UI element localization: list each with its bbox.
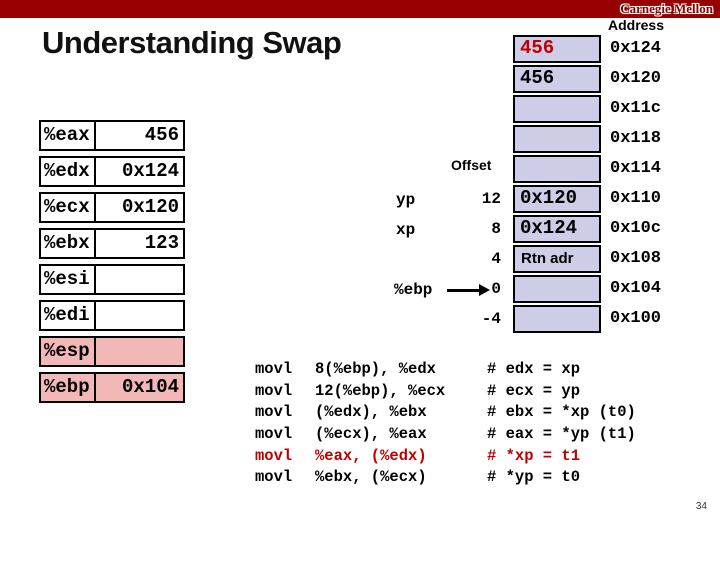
ebp-arrow-head-icon	[479, 284, 490, 296]
assembly-code-block: movl 8(%ebp), %edx # edx = xp movl 12(%e…	[255, 359, 675, 489]
code-line: movl 12(%ebp), %ecx # ecx = yp	[255, 381, 675, 403]
offset-value: 0	[491, 280, 501, 298]
register-row-ecx: %ecx 0x120	[39, 192, 185, 223]
memory-cell	[513, 305, 601, 333]
memory-cell	[513, 95, 601, 123]
address-label: 0x124	[610, 39, 662, 58]
address-label: 0x10c	[610, 219, 662, 238]
slide: Carnegie Mellon Understanding Swap %eax …	[0, 0, 720, 512]
memory-cell-return-address: Rtn adr	[513, 245, 601, 273]
register-row-ebx: %ebx 123	[39, 228, 185, 259]
code-operands: %ebx, (%ecx)	[315, 468, 427, 487]
address-column: 0x124 0x120 0x11c 0x118 0x114 0x110 0x10…	[610, 35, 661, 335]
code-mnemonic: movl	[255, 425, 293, 444]
register-name: %edx	[41, 158, 96, 185]
register-name: %esi	[41, 266, 96, 293]
register-row-esi: %esi	[39, 264, 185, 295]
register-table: %eax 456 %edx 0x124 %ecx 0x120 %ebx 123 …	[39, 120, 185, 408]
code-line: movl %ebx, (%ecx) # *yp = t0	[255, 467, 675, 489]
code-mnemonic: movl	[255, 381, 293, 400]
code-comment: # edx = xp	[487, 360, 581, 378]
top-red-band	[0, 0, 720, 18]
register-name: %eax	[41, 122, 96, 149]
code-mnemonic: movl	[255, 360, 293, 378]
code-operands: (%edx), %ebx	[315, 403, 427, 422]
memory-cell: 456	[513, 65, 601, 93]
code-line-highlighted: movl %eax, (%edx) # *xp = t1	[255, 446, 675, 468]
address-label: 0x100	[610, 309, 662, 328]
ebp-pointer-label: %ebp	[394, 281, 433, 299]
code-comment: # ebx = *xp (t0)	[487, 403, 636, 422]
code-mnemonic: movl	[255, 403, 293, 422]
code-comment: # ecx = yp	[487, 381, 581, 400]
address-label: 0x108	[610, 249, 662, 268]
register-value: 0x120	[121, 196, 179, 218]
register-row-esp: %esp	[39, 336, 185, 367]
register-name: %ebp	[41, 374, 96, 401]
memory-cell	[513, 155, 601, 183]
register-name: %esp	[41, 338, 96, 365]
address-label: 0x114	[610, 159, 662, 178]
code-comment: # eax = *yp (t1)	[487, 425, 636, 444]
register-row-ebp: %ebp 0x104	[39, 372, 185, 403]
code-line: movl 8(%ebp), %edx # edx = xp	[255, 359, 675, 381]
code-comment: # *xp = t1	[487, 446, 581, 465]
code-operands: 8(%ebp), %edx	[315, 360, 436, 378]
address-label: 0x118	[610, 129, 662, 148]
memory-cell: 0x120	[513, 185, 601, 213]
memory-cell	[513, 125, 601, 153]
code-comment: # *yp = t0	[487, 468, 581, 487]
memory-cell: 456	[513, 35, 601, 63]
register-row-edx: %edx 0x124	[39, 156, 185, 187]
register-value: 123	[144, 232, 179, 254]
register-name: %edi	[41, 302, 96, 329]
code-operands: 12(%ebp), %ecx	[315, 381, 446, 400]
offset-value: 8	[491, 220, 501, 238]
code-operands: %eax, (%edx)	[315, 446, 427, 465]
offset-value: 4	[491, 250, 501, 268]
code-operands: (%ecx), %eax	[315, 425, 427, 444]
code-mnemonic: movl	[255, 468, 293, 487]
offset-column-header: Offset	[451, 157, 492, 173]
register-value: 456	[144, 124, 179, 146]
register-value: 0x124	[121, 160, 179, 182]
register-name: %ebx	[41, 230, 96, 257]
register-value	[96, 338, 183, 365]
page-number: 34	[695, 501, 707, 512]
offset-value: -4	[481, 310, 501, 328]
address-label: 0x120	[610, 69, 662, 88]
offset-value: 12	[481, 190, 501, 208]
code-line: movl (%ecx), %eax # eax = *yp (t1)	[255, 424, 675, 446]
register-value	[96, 302, 183, 329]
brand: Carnegie Mellon	[620, 1, 713, 16]
offset-label-xp: xp	[396, 221, 416, 239]
memory-stack: 456 456 0x120 0x124 Rtn adr	[513, 35, 601, 335]
address-label: 0x104	[610, 279, 662, 298]
ebp-arrow	[447, 289, 480, 292]
memory-cell: 0x124	[513, 215, 601, 243]
register-value: 0x104	[121, 376, 179, 398]
code-line: movl (%edx), %ebx # ebx = *xp (t0)	[255, 402, 675, 424]
address-label: 0x110	[610, 189, 662, 208]
address-label: 0x11c	[610, 99, 662, 118]
page-title: Understanding Swap	[42, 25, 342, 60]
address-column-header: Address	[607, 17, 665, 33]
offset-label-yp: yp	[396, 191, 416, 209]
register-row-edi: %edi	[39, 300, 185, 331]
register-value	[96, 266, 183, 293]
register-row-eax: %eax 456	[39, 120, 185, 151]
memory-cell	[513, 275, 601, 303]
register-name: %ecx	[41, 194, 96, 221]
code-mnemonic: movl	[255, 446, 293, 465]
